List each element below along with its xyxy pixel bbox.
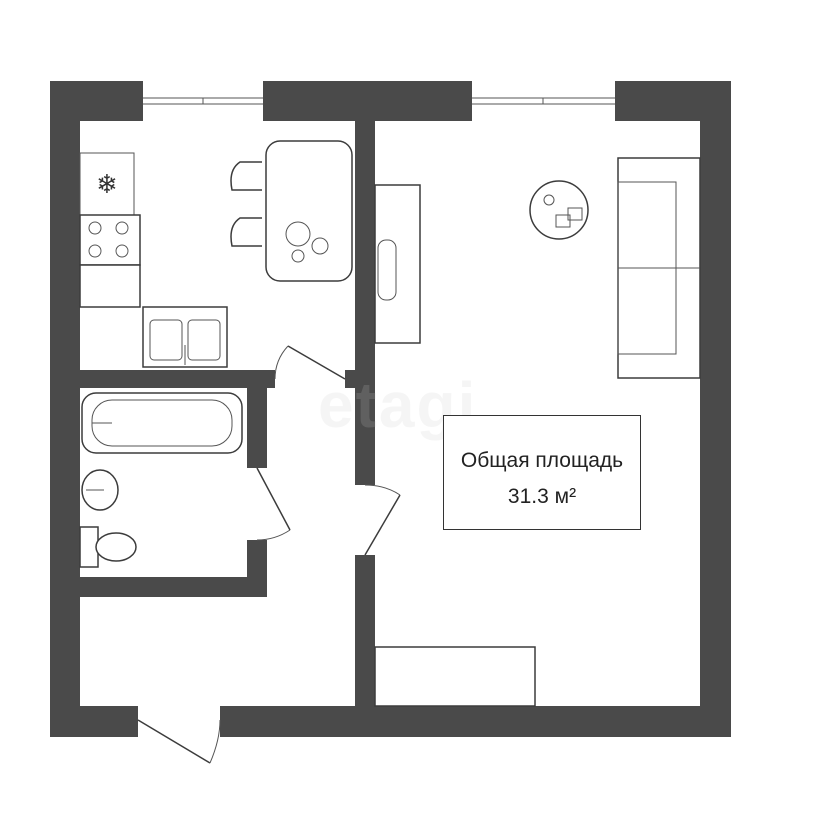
coffee-table [529,180,589,240]
kitchen-sink [142,306,228,368]
door-bathroom[interactable] [256,467,291,541]
bathtub [81,392,243,454]
sofa [617,157,701,379]
area-value: 31.3 м² [507,485,577,508]
dining-table [265,140,353,282]
tv-stand [374,184,421,344]
wardrobe [374,646,536,707]
interior-walls [80,121,375,706]
stove [79,214,141,266]
outer-walls [50,81,731,737]
kitchen-cabinet [79,264,141,308]
toilet [79,526,137,568]
area-title: Общая площадь [460,449,624,472]
door-kitchen[interactable] [274,345,346,380]
window-kitchen [143,81,263,121]
door-room[interactable] [364,484,401,556]
window-room [472,81,615,121]
door-entrance[interactable] [137,719,221,764]
snowflake-icon: ❄ [96,170,118,200]
washbasin [81,469,119,511]
chair [230,161,262,247]
fridge: ❄ [79,152,135,216]
area-label: Общая площадь 31.3 м² [443,415,641,530]
